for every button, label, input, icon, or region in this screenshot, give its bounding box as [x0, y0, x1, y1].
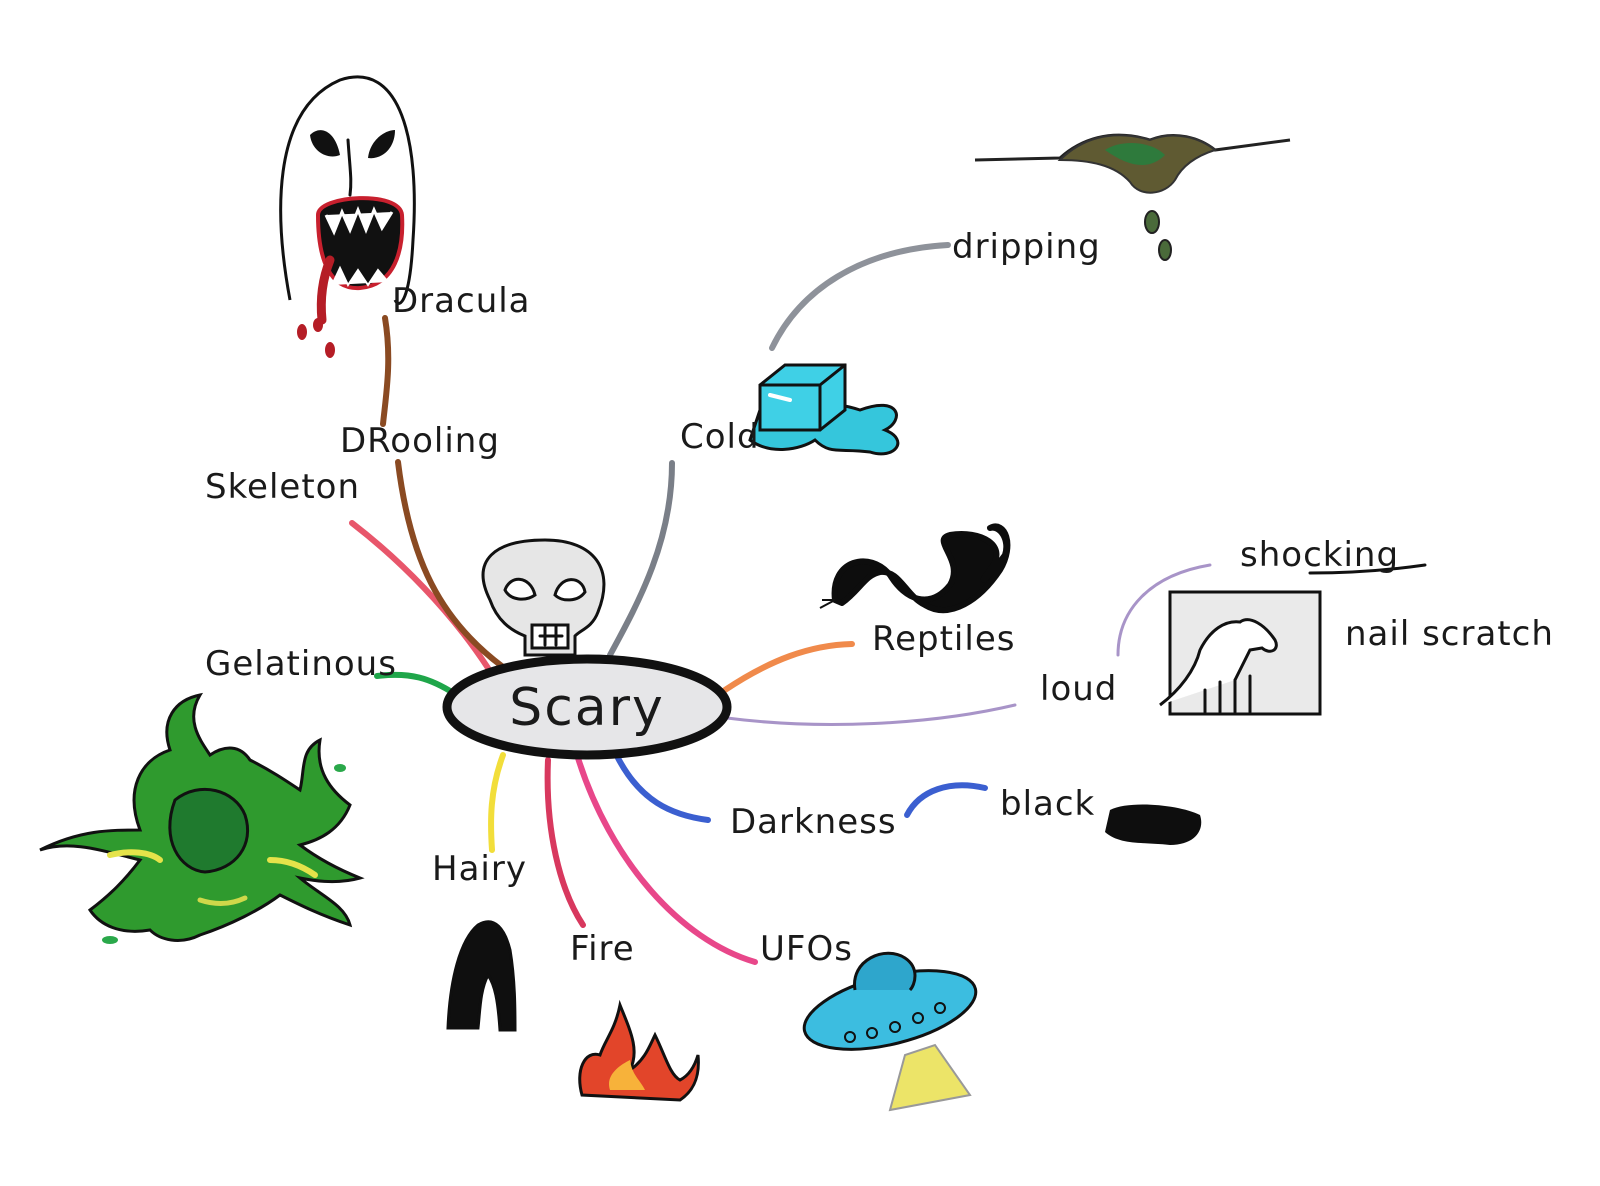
snake-icon — [819, 523, 1011, 613]
vampire-ghost-icon — [279, 75, 416, 358]
ice-cube-icon — [748, 363, 900, 456]
connector-line-nail-scratch — [1308, 563, 1427, 575]
label-skeleton: Skeleton — [205, 467, 360, 507]
label-hairy: Hairy — [432, 849, 527, 889]
green-slime-icon — [39, 692, 365, 944]
black-smudge-icon — [1105, 804, 1202, 845]
label-dracula: Dracula — [392, 281, 531, 321]
label-loud: loud — [1040, 669, 1117, 709]
skull-icon — [481, 538, 606, 657]
center-node: Scary — [442, 654, 732, 760]
flying-saucer-icon — [802, 951, 978, 1112]
branch-line-black — [904, 782, 988, 818]
label-nail-scratch: nail scratch — [1345, 614, 1554, 654]
label-shocking: shocking — [1240, 535, 1399, 575]
branch-line-darkness — [615, 755, 711, 823]
label-black: black — [1000, 784, 1095, 824]
hair-icon — [446, 920, 517, 1032]
label-drooling: DRooling — [340, 421, 500, 461]
label-dripping: dripping — [952, 227, 1101, 267]
branch-line-shocking — [1116, 563, 1212, 657]
branch-line-fire — [544, 757, 586, 928]
flame-icon — [578, 999, 700, 1102]
branch-line-loud — [725, 703, 1017, 726]
branch-line-cold — [607, 460, 675, 658]
branch-line-dracula — [380, 315, 392, 427]
scratching-hand-icon — [1159, 590, 1322, 716]
branch-line-ufos — [575, 755, 758, 965]
label-cold: Cold — [680, 417, 760, 457]
dripping-goo-icon — [974, 133, 1291, 261]
label-ufos: UFOs — [760, 929, 853, 969]
label-darkness: Darkness — [730, 802, 897, 842]
branch-line-drooling — [395, 459, 506, 670]
branch-line-skeleton — [349, 520, 491, 671]
label-gelatinous: Gelatinous — [205, 644, 397, 684]
branch-line-hairy — [488, 752, 506, 853]
branch-line-dripping — [769, 242, 951, 351]
branch-line-gelatinous — [374, 671, 458, 697]
label-reptiles: Reptiles — [872, 619, 1015, 659]
label-fire: Fire — [570, 929, 635, 969]
branch-line-reptiles — [722, 641, 855, 693]
center-label: Scary — [509, 678, 665, 738]
